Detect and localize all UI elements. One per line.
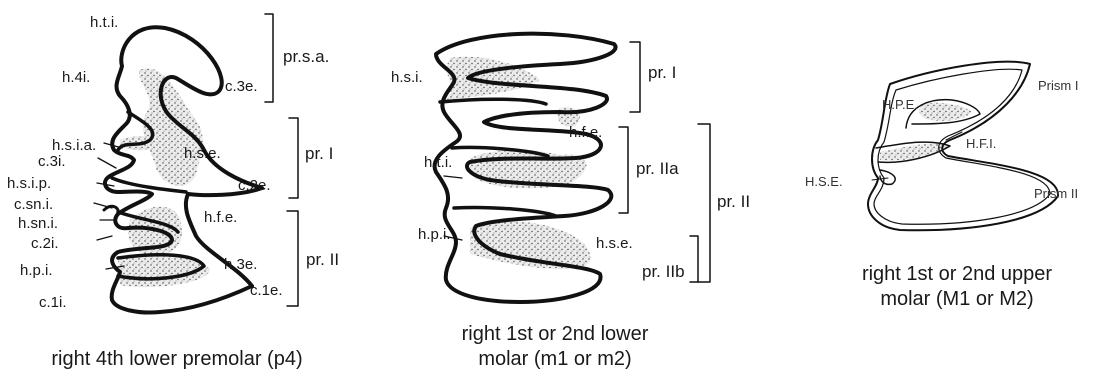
upper-outer bbox=[868, 62, 1058, 231]
m1-bracket-pr2b bbox=[690, 236, 698, 282]
label-hti: h.t.i. bbox=[90, 15, 118, 30]
caption-m1-line1: right 1st or 2nd lower bbox=[430, 322, 680, 347]
label-u-hpe: H.P.E. bbox=[882, 98, 918, 111]
p4-bracket-pr2 bbox=[287, 211, 298, 306]
label-c3i: c.3i. bbox=[38, 154, 66, 169]
label-hse: h.s.e. bbox=[184, 146, 221, 161]
label-c1i: c.1i. bbox=[39, 295, 67, 310]
upper-fold-3 bbox=[880, 170, 895, 184]
label-csni: c.sn.i. bbox=[14, 197, 53, 212]
label-m-hsi: h.s.i. bbox=[391, 70, 423, 85]
label-pr1: pr. I bbox=[305, 145, 333, 162]
label-prsa: pr.s.a. bbox=[283, 48, 329, 65]
label-u-prism2: Prism II bbox=[1034, 187, 1078, 200]
p4-bracket-pr1 bbox=[289, 118, 298, 198]
label-hfe: h.f.e. bbox=[204, 210, 237, 225]
label-hpi: h.p.i. bbox=[20, 263, 53, 278]
label-h3e: h.3e. bbox=[224, 257, 257, 272]
m1-bracket-pr2 bbox=[698, 124, 710, 282]
p4-tooth bbox=[94, 14, 298, 313]
label-m-pr2a: pr. IIa bbox=[636, 160, 679, 177]
upper-molar bbox=[868, 62, 1058, 231]
upper-dentine-1 bbox=[919, 103, 972, 121]
label-hsni: h.sn.i. bbox=[18, 216, 58, 231]
label-hsia: h.s.i.a. bbox=[52, 138, 96, 153]
label-h4i: h.4i. bbox=[62, 70, 90, 85]
label-pr2: pr. II bbox=[306, 251, 339, 268]
upper-inner bbox=[874, 69, 1050, 224]
m1-fold-3 bbox=[454, 207, 556, 216]
label-c3e: c.3e. bbox=[225, 79, 258, 94]
label-m-pr2: pr. II bbox=[717, 193, 750, 210]
caption-upper-line2: molar (M1 or M2) bbox=[832, 287, 1082, 312]
label-m-hse: h.s.e. bbox=[596, 236, 633, 251]
caption-m1-line2: molar (m1 or m2) bbox=[430, 347, 680, 372]
label-c2i: c.2i. bbox=[31, 236, 59, 251]
caption-p4: right 4th lower premolar (p4) bbox=[12, 347, 342, 372]
m1-bracket-pr2a bbox=[619, 127, 628, 213]
label-m-hti: h.t.i. bbox=[424, 155, 452, 170]
label-m-hpi: h.p.i. bbox=[418, 227, 451, 242]
label-c2e: c.2e. bbox=[238, 178, 271, 193]
caption-upper: right 1st or 2nd upper molar (M1 or M2) bbox=[832, 262, 1082, 312]
caption-m1: right 1st or 2nd lower molar (m1 or m2) bbox=[430, 322, 680, 372]
m1-dentine-upper bbox=[445, 57, 540, 100]
label-m-pr2b: pr. IIb bbox=[642, 263, 685, 280]
m1-fold-1 bbox=[440, 99, 546, 104]
label-c1e: c.1e. bbox=[250, 283, 283, 298]
label-u-prism1: Prism I bbox=[1038, 79, 1078, 92]
label-u-hse: H.S.E. bbox=[805, 175, 843, 188]
caption-upper-line1: right 1st or 2nd upper bbox=[832, 262, 1082, 287]
p4-bracket-prsa bbox=[265, 14, 273, 102]
label-hsip: h.s.i.p. bbox=[7, 176, 51, 191]
m1-bracket-pr1 bbox=[630, 42, 640, 112]
label-u-hfi: H.F.I. bbox=[966, 137, 996, 150]
label-m-hfe: h.f.e. bbox=[569, 125, 602, 140]
label-m-pr1: pr. I bbox=[648, 64, 676, 81]
